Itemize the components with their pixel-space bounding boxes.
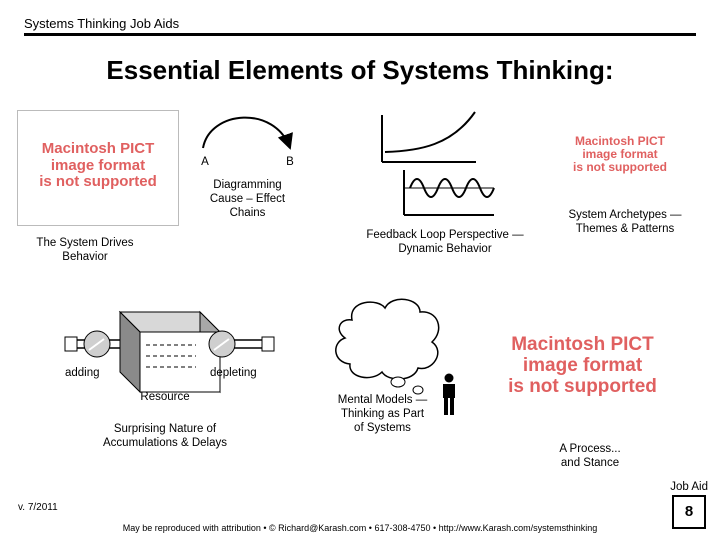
diagramming-caption: Diagramming Cause – Effect Chains [209, 179, 286, 219]
outflow-label: depleting [210, 367, 257, 379]
oscillation-graph-icon [403, 170, 495, 216]
job-aid-label: Job Aid [670, 481, 708, 493]
page-title: Essential Elements of Systems Thinking: [106, 55, 614, 85]
growth-graph-icon [381, 111, 476, 163]
thought-cloud-icon [335, 298, 440, 395]
process-stance-caption: A Process... and Stance [559, 443, 621, 469]
header-rule [24, 33, 696, 36]
version-label: v. 7/2011 [18, 502, 58, 513]
stock-label: Resource [140, 391, 190, 403]
person-icon [443, 373, 455, 415]
pict-placeholder-left: Macintosh PICT image format is not suppo… [17, 110, 179, 226]
archetypes-caption: System Archetypes — Themes & Patterns [568, 209, 682, 235]
node-b-label: B [286, 156, 294, 168]
accumulations-caption: Surprising Nature of Accumulations & Del… [103, 423, 227, 449]
feedback-caption: Feedback Loop Perspective — Dynamic Beha… [366, 229, 524, 255]
system-drives-caption: The System Drives Behavior [36, 237, 134, 263]
page-number-badge: 8 [672, 495, 706, 529]
pict-placeholder-bottom-right: Macintosh PICT image format is not suppo… [508, 334, 657, 397]
inflow-label: adding [65, 367, 100, 379]
mental-models-caption: Mental Models — Thinking as Part of Syst… [337, 394, 428, 434]
cause-effect-arrow [202, 116, 293, 150]
pict-placeholder-top-right: Macintosh PICT image format is not suppo… [573, 134, 667, 175]
header-label: Systems Thinking Job Aids [24, 16, 180, 31]
node-a-label: A [201, 156, 209, 168]
attribution-footer: May be reproduced with attribution • © R… [122, 523, 598, 533]
stock-flow-icon [64, 310, 275, 394]
